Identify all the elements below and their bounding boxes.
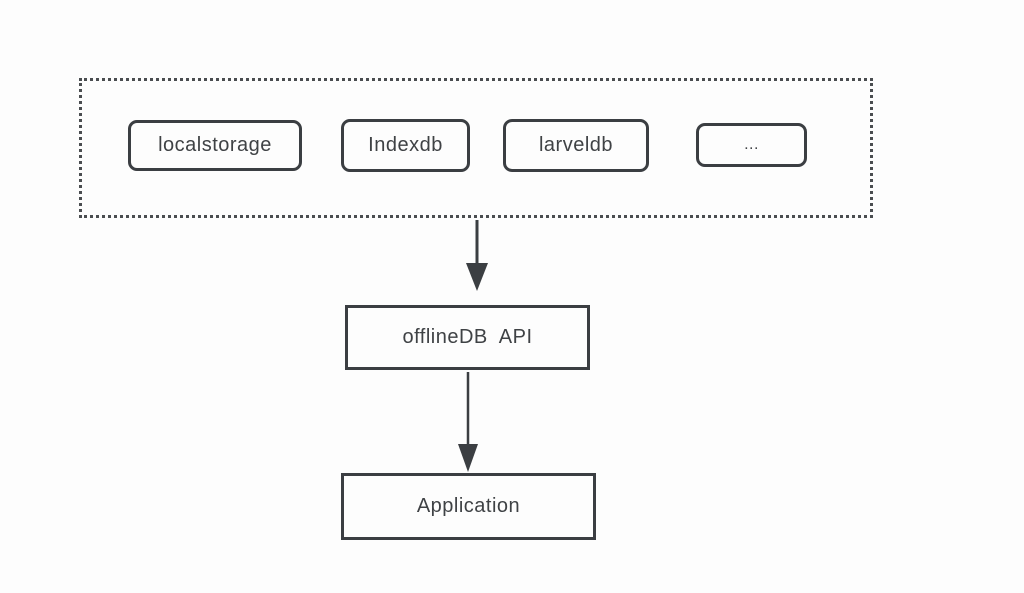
node-localstorage: localstorage	[128, 120, 302, 171]
node-application: Application	[341, 473, 596, 540]
node-application-label: Application	[416, 495, 521, 517]
node-larveldb: larveldb	[503, 119, 649, 172]
node-localstorage-label: localstorage	[158, 134, 272, 156]
node-indexdb: Indexdb	[341, 119, 470, 172]
storage-group-container: localstorage Indexdb larveldb ...	[79, 78, 873, 218]
node-more-label: ...	[744, 136, 759, 153]
node-offlinedb-api-label: offlineDB API	[402, 326, 533, 348]
arrow-api-to-application-head	[458, 444, 478, 472]
node-indexdb-label: Indexdb	[368, 134, 443, 156]
node-larveldb-label: larveldb	[538, 134, 614, 156]
node-more: ...	[696, 123, 807, 167]
arrow-storage-to-api-head	[466, 263, 488, 291]
node-offlinedb-api: offlineDB API	[345, 305, 590, 370]
